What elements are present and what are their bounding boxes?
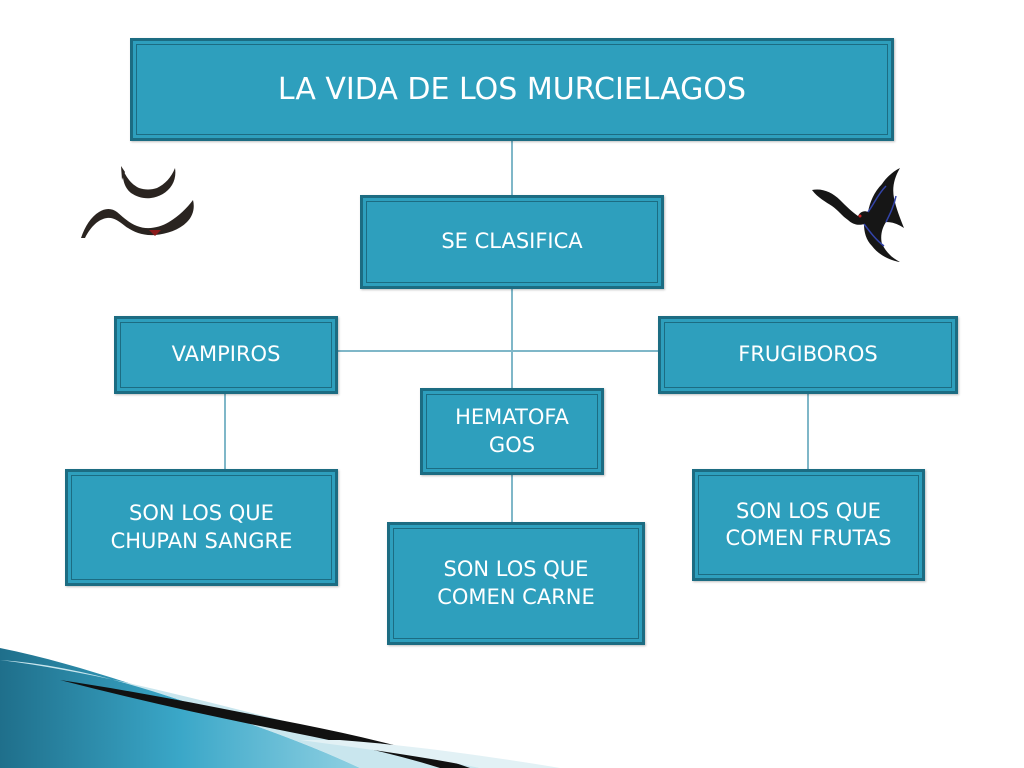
title-box: LA VIDA DE LOS MURCIELAGOS <box>130 38 894 141</box>
connector-vampiros-desc <box>224 393 226 471</box>
hematofagos-label-line1: HEMATOFA <box>455 405 569 430</box>
connector-title-classify <box>511 140 513 196</box>
frugiboros-label: FRUGIBOROS <box>738 342 878 367</box>
frugiboros-desc-box: SON LOS QUE COMEN FRUTAS <box>692 469 925 581</box>
flying-bat-icon <box>812 168 904 262</box>
footer-decoration <box>0 648 560 768</box>
vampiros-label: VAMPIROS <box>171 342 281 367</box>
frugiboros-desc-line1: SON LOS QUE <box>736 498 881 523</box>
hematofagos-desc-line2: COMEN CARNE <box>437 584 595 609</box>
bat-pair-icon <box>81 166 194 238</box>
hematofagos-box: HEMATOFA GOS <box>420 388 604 475</box>
vampiros-box: VAMPIROS <box>114 316 338 394</box>
classify-box: SE CLASIFICA <box>360 195 664 289</box>
hematofagos-desc-box: SON LOS QUE COMEN CARNE <box>387 522 645 645</box>
connector-horizontal <box>337 350 660 352</box>
hematofagos-label-line2: GOS <box>488 432 536 457</box>
vampiros-desc-line2: CHUPAN SANGRE <box>110 528 293 553</box>
hematofagos-desc-line1: SON LOS QUE <box>443 557 589 582</box>
frugiboros-desc-line2: COMEN FRUTAS <box>725 526 892 550</box>
vampiros-desc-box: SON LOS QUE CHUPAN SANGRE <box>65 469 338 586</box>
connector-classify-down <box>511 288 513 390</box>
classify-label: SE CLASIFICA <box>441 229 583 254</box>
connector-frugiboros-desc <box>807 393 809 471</box>
page-title: LA VIDA DE LOS MURCIELAGOS <box>277 72 747 107</box>
connector-hematofagos-desc <box>511 473 513 524</box>
vampiros-desc-line1: SON LOS QUE <box>129 501 274 526</box>
frugiboros-box: FRUGIBOROS <box>658 316 958 394</box>
